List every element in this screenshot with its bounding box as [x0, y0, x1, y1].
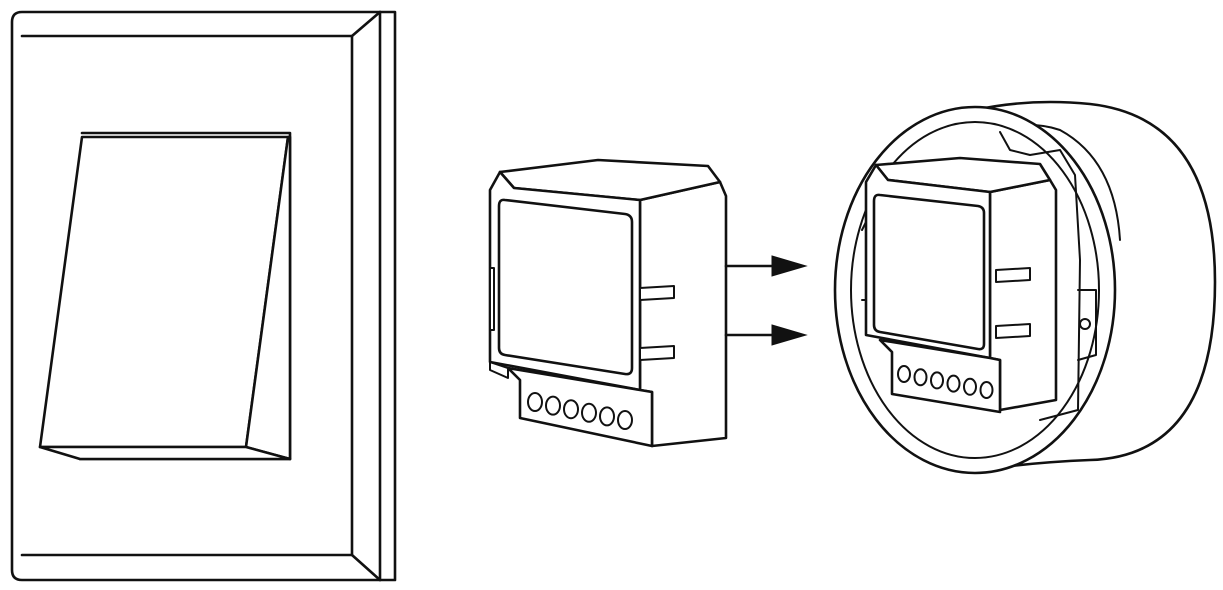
terminal-screw-icon: [913, 368, 928, 387]
switch-rocker-bottom: [38, 445, 292, 461]
wall-box-mount-tab: [1077, 289, 1097, 361]
terminal-screw-icon: [946, 374, 961, 393]
wall-switch: [10, 10, 397, 582]
terminal-screw-icon: [563, 399, 579, 420]
wall-box-interior-wall: [999, 131, 1081, 421]
module-front-panel: [497, 198, 634, 376]
switch-bevel-bottom: [350, 553, 382, 582]
terminal-screw-icon: [581, 402, 597, 423]
terminal-screw-icon: [527, 392, 543, 412]
wall-box-inner-rim: [850, 121, 1100, 459]
switch-frame-outer: [10, 10, 397, 582]
module-terminal-block: [506, 366, 654, 448]
terminal-screw-icon: [545, 395, 561, 416]
module-clip-upper: [639, 285, 675, 301]
insert-arrows: [724, 255, 808, 346]
installed-clip-upper: [995, 267, 1031, 283]
installed-clip-lower: [995, 323, 1031, 339]
installed-module: [864, 156, 1058, 414]
terminal-screw-icon: [930, 371, 944, 390]
arrow-lower: [724, 324, 808, 346]
switch-frame-inner: [20, 34, 354, 557]
module-left-clip: [489, 267, 495, 331]
module-terminal-lip: [489, 361, 509, 379]
module-terminals: [527, 392, 633, 430]
switch-rocker: [38, 135, 290, 449]
terminal-screw-icon: [599, 406, 615, 427]
installed-terminals: [897, 365, 994, 399]
wall-box-screw-hole-icon: [1079, 318, 1091, 330]
relay-module: [488, 158, 728, 448]
terminal-screw-icon: [617, 410, 633, 430]
installed-module-front: [864, 163, 992, 360]
installed-module-panel: [872, 193, 986, 351]
switch-bevel-top: [350, 10, 382, 38]
terminal-screw-icon: [979, 381, 994, 399]
terminal-screw-icon: [963, 377, 977, 396]
arrow-head-icon: [771, 255, 808, 277]
arrow-head-icon: [771, 324, 808, 346]
module-clip-lower: [639, 345, 675, 361]
arrow-upper: [724, 255, 808, 277]
terminal-screw-icon: [897, 365, 911, 383]
wall-box-installed: [833, 100, 1217, 475]
